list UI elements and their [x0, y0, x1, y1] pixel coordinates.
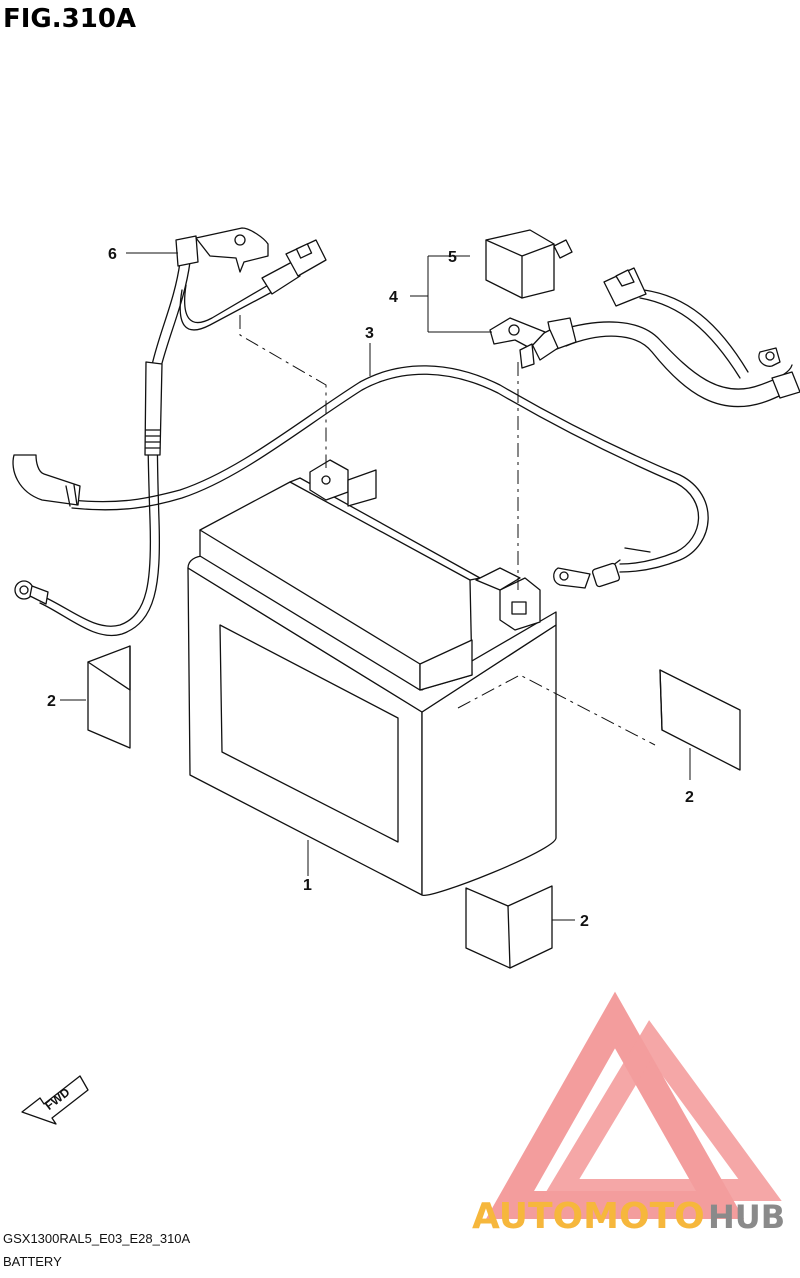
assembly-line-negative — [239, 315, 327, 468]
assembly-line-pad — [457, 674, 656, 746]
callout-pad-right: 2 — [685, 789, 694, 806]
breather-hose — [12, 365, 709, 589]
watermark-logo-icon — [485, 991, 782, 1219]
battery-pad-right — [659, 669, 741, 771]
battery-pad-left — [87, 645, 131, 749]
callout-terminal-cover: 5 — [448, 249, 457, 266]
fwd-arrow-icon: FWD — [21, 1075, 89, 1125]
footer-model-code: GSX1300RAL5_E03_E28_310A — [3, 1231, 191, 1246]
positive-cable-assembly — [485, 229, 800, 408]
watermark-text-hub: HUB — [708, 1198, 785, 1236]
battery-pad-bottom — [465, 885, 553, 969]
callout-breather-hose: 3 — [365, 325, 374, 342]
callout-negative-cable: 6 — [108, 246, 117, 263]
leader-lines — [60, 252, 691, 921]
callout-pad-bottom: 2 — [580, 913, 589, 930]
footer-section: BATTERY — [3, 1254, 62, 1269]
callout-cable-assembly: 4 — [389, 289, 398, 306]
battery — [187, 459, 557, 896]
figure-title: FIG.310A — [3, 4, 136, 34]
negative-cable — [14, 227, 327, 637]
callout-pad-left: 2 — [47, 693, 56, 710]
watermark-text-automoto: AUTOMOTO — [472, 1196, 705, 1237]
callout-battery: 1 — [303, 877, 312, 894]
